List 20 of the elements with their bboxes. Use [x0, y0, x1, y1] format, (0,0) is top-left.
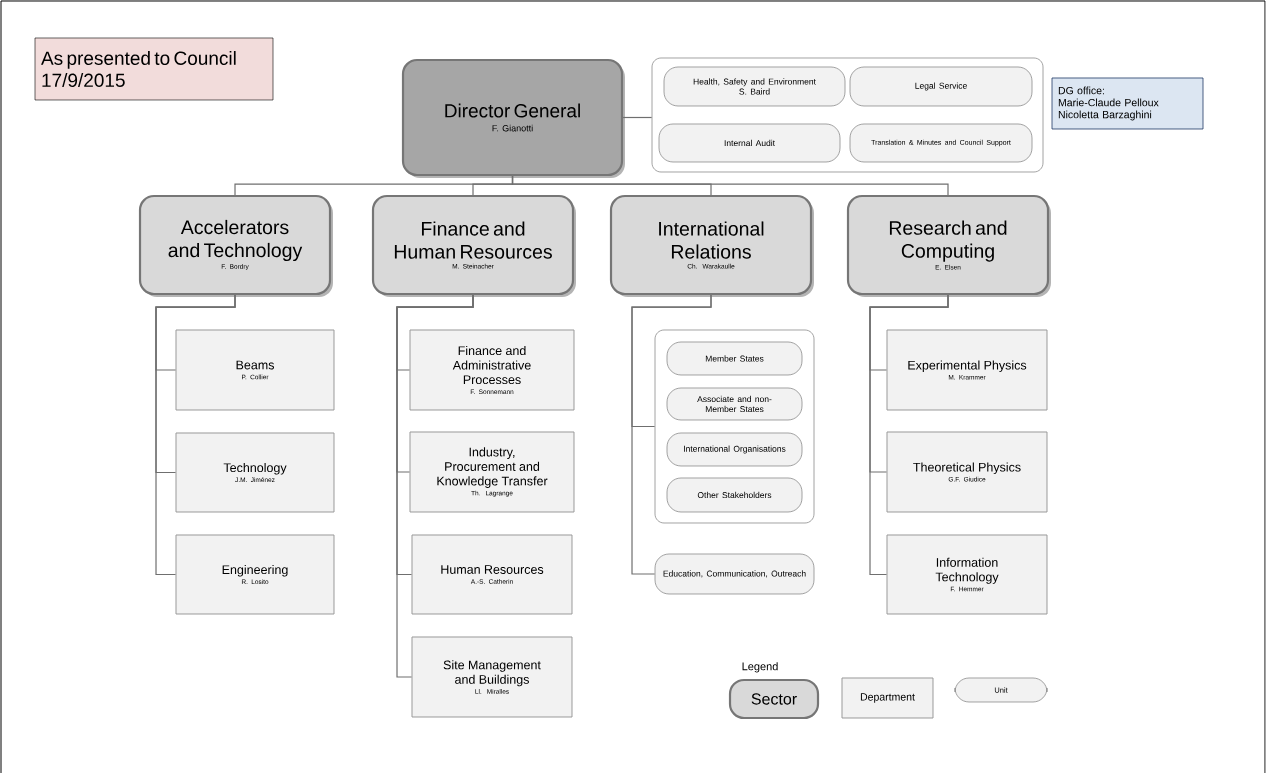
- office-box: DG office: Marie-Claude Pelloux Nicoletta Barzaghini: [1051, 77, 1204, 130]
- unit-box: Member States: [666, 341, 803, 376]
- legend-key: Department: [841, 677, 934, 719]
- unit-box: Associate and non-Member States: [666, 387, 803, 421]
- note-box: As presented to Council 17/9/2015: [34, 37, 274, 101]
- connector-line: [622, 116, 653, 119]
- unit-box: Health, Safety and Environment S. Baird: [663, 66, 846, 107]
- unit-box: Internal Audit: [658, 123, 841, 163]
- connector-line: [155, 294, 236, 576]
- unit-box: Other Stakeholders: [666, 477, 803, 513]
- connector-line: [396, 294, 474, 678]
- unit-box: Legal Service: [849, 66, 1033, 107]
- legend-title: Legend: [742, 662, 778, 673]
- director-box: Director General F. Gianotti: [401, 58, 625, 178]
- legend-key: Sector: [728, 678, 820, 720]
- connector-line: [631, 294, 712, 575]
- unit-box: Education, Communication, Outreach: [654, 553, 815, 595]
- connector-line: [869, 294, 949, 576]
- connector-line: [511, 175, 949, 196]
- unit-box: International Organisations: [666, 432, 803, 467]
